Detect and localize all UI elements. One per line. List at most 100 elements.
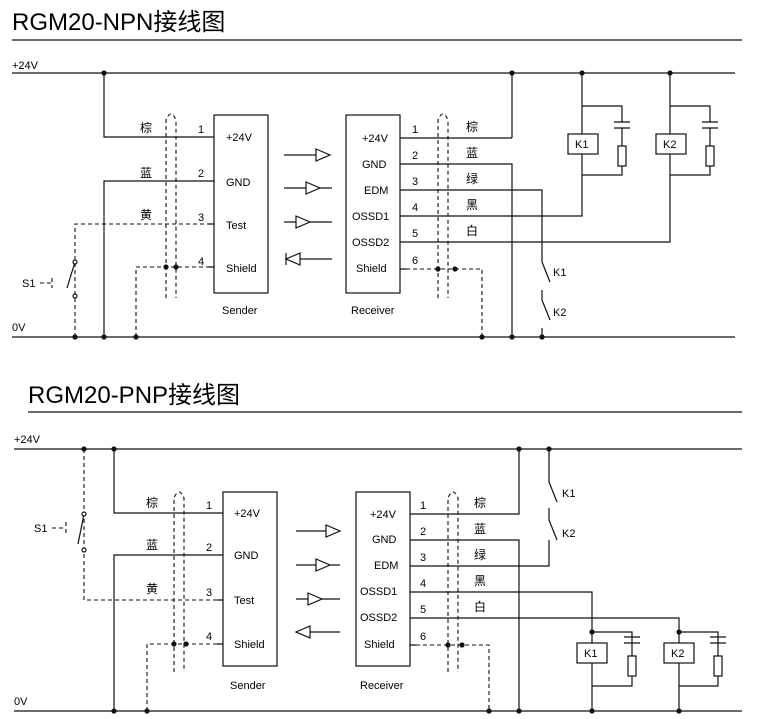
npn-receiver-pin3-num: 3 bbox=[412, 176, 418, 188]
npn-node bbox=[509, 334, 515, 340]
pnp-node bbox=[144, 708, 150, 714]
npn-receiver-wire1: 棕 bbox=[466, 119, 478, 134]
pnp-sender-stubs bbox=[217, 512, 223, 645]
pnp-receiver-stubs bbox=[410, 513, 416, 646]
pnp-receiver-wire-green bbox=[416, 540, 550, 567]
pnp-receiver-box bbox=[355, 491, 411, 667]
pnp-edm-contacts bbox=[548, 449, 558, 541]
npn-receiver-wire-shield bbox=[406, 268, 483, 337]
npn-receiver-wire5: 白 bbox=[466, 223, 478, 238]
npn-receiver-box bbox=[345, 114, 401, 294]
pnp-receiver-pin2-label: GND bbox=[372, 534, 397, 546]
pnp-relay-k1-coil bbox=[576, 642, 608, 664]
pnp-relay-k2-wiring bbox=[678, 631, 719, 711]
pnp-contact-k2-label: K2 bbox=[562, 528, 575, 540]
npn-receiver-pin1-num: 1 bbox=[412, 124, 418, 136]
npn-receiver-pin5-num: 5 bbox=[412, 228, 418, 240]
npn-relay-k1: K1 bbox=[567, 73, 630, 176]
npn-beam-4 bbox=[284, 252, 332, 266]
npn-sender-wire-brown bbox=[103, 73, 208, 138]
npn-receiver-pin4-num: 4 bbox=[412, 202, 418, 214]
pnp-sender-shield-node2 bbox=[183, 641, 189, 647]
pnp-relay-k2-capacitor bbox=[710, 636, 726, 656]
pnp-node bbox=[676, 629, 682, 635]
pnp-rail-pos-label: +24V bbox=[14, 434, 41, 446]
pnp-receiver-shield-node1 bbox=[445, 642, 451, 648]
npn-sender-pin3-num: 3 bbox=[198, 212, 204, 224]
npn-receiver-wire-white bbox=[406, 175, 671, 243]
npn-beams bbox=[284, 148, 332, 266]
pnp-sender-pin1-num: 1 bbox=[206, 500, 212, 512]
npn-receiver-wire3: 绿 bbox=[466, 171, 478, 186]
pnp-receiver-pin5-label: OSSD2 bbox=[360, 612, 397, 624]
pnp-receiver-wire2: 蓝 bbox=[474, 522, 486, 536]
pnp-sender-shield-node1 bbox=[171, 641, 177, 647]
pnp-receiver-wire-white bbox=[416, 617, 680, 632]
pnp-relay-k1-label: K1 bbox=[584, 648, 597, 660]
pnp-sender-cable-shield bbox=[173, 491, 185, 672]
pnp-diagram: RGM20-PNP接线图 +24V 0V Sender +24V GND Tes… bbox=[14, 382, 742, 714]
pnp-receiver-pin3-num: 3 bbox=[420, 552, 426, 564]
npn-edm-contacts bbox=[541, 261, 551, 337]
pnp-contact-k1-label: K1 bbox=[562, 488, 575, 500]
pnp-sender-pin3-label: Test bbox=[234, 595, 254, 607]
npn-relay-k1-capacitor bbox=[614, 121, 630, 146]
npn-switch-blade bbox=[66, 261, 76, 289]
pnp-receiver-name: Receiver bbox=[360, 680, 404, 692]
npn-node bbox=[72, 334, 78, 340]
npn-receiver-pin5-label: OSSD2 bbox=[352, 237, 389, 249]
pnp-relay-k2-label: K2 bbox=[671, 648, 684, 660]
pnp-sender-pin4-label: Shield bbox=[234, 639, 265, 651]
pnp-receiver-wire3: 绿 bbox=[474, 547, 486, 562]
npn-receiver-wire-black bbox=[406, 175, 583, 217]
pnp-beam-3 bbox=[296, 592, 340, 606]
pnp-receiver-pin4-num: 4 bbox=[420, 578, 426, 590]
npn-sender-name: Sender bbox=[222, 305, 258, 317]
npn-rail-pos-label: +24V bbox=[12, 60, 39, 72]
npn-node bbox=[479, 334, 485, 340]
npn-sender-pin2-label: GND bbox=[226, 177, 251, 189]
pnp-beams bbox=[294, 524, 342, 639]
npn-receiver-wire2: 蓝 bbox=[466, 146, 478, 160]
npn-relay-k1-label: K1 bbox=[575, 139, 588, 151]
pnp-relay-k2-coil bbox=[663, 642, 695, 664]
npn-sender-shield-node1 bbox=[163, 264, 169, 270]
npn-receiver-shield-node1 bbox=[435, 266, 441, 272]
npn-receiver-wire4: 黑 bbox=[466, 198, 478, 212]
npn-node bbox=[509, 70, 515, 76]
pnp-switch-blade bbox=[77, 513, 85, 545]
pnp-node bbox=[486, 708, 492, 714]
pnp-receiver-wire-black bbox=[416, 591, 593, 632]
pnp-beam-4 bbox=[294, 625, 340, 639]
npn-receiver-pin6-label: Shield bbox=[356, 263, 387, 275]
pnp-receiver-pin6-label: Shield bbox=[364, 639, 395, 651]
npn-receiver-pin2-label: GND bbox=[362, 159, 387, 171]
npn-sender-wire1: 棕 bbox=[140, 120, 152, 135]
npn-relay-k1-wiring bbox=[581, 73, 623, 176]
npn-sender-pin3-label: Test bbox=[226, 220, 246, 232]
pnp-sender-pin2-num: 2 bbox=[206, 542, 212, 554]
npn-sender-pin1-label: +24V bbox=[226, 132, 253, 144]
pnp-receiver-pin6-num: 6 bbox=[420, 631, 426, 643]
npn-receiver-pin3-label: EDM bbox=[364, 185, 388, 197]
npn-relay-k2: K2 bbox=[655, 73, 718, 176]
pnp-sender-wire-shield bbox=[146, 643, 217, 711]
pnp-receiver-wire4: 黑 bbox=[474, 574, 486, 588]
pnp-relay-k2: K2 bbox=[663, 631, 726, 711]
npn-relay-k2-capacitor bbox=[702, 121, 718, 146]
npn-sender-wire2: 蓝 bbox=[140, 166, 152, 180]
npn-switch-contact-top bbox=[72, 259, 78, 265]
pnp-node bbox=[676, 708, 682, 714]
npn-receiver-pin1-label: +24V bbox=[362, 133, 389, 145]
npn-title: RGM20-NPN接线图 bbox=[12, 9, 225, 36]
pnp-rail-neg-label: 0V bbox=[14, 696, 28, 708]
npn-sender-wire-blue bbox=[103, 180, 208, 337]
pnp-switch-actuator bbox=[52, 522, 67, 534]
pnp-node bbox=[81, 446, 87, 452]
pnp-relay-k1-resistor bbox=[627, 655, 637, 677]
pnp-receiver-pin5-num: 5 bbox=[420, 604, 426, 616]
pnp-sender-wire1: 棕 bbox=[146, 495, 158, 510]
npn-sender-shield-node2 bbox=[173, 264, 179, 270]
pnp-receiver-wire-blue bbox=[416, 539, 520, 711]
